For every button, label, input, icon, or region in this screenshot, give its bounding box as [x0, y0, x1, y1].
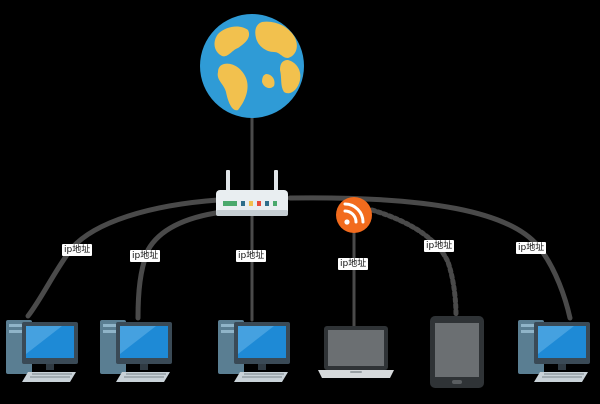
laptop-icon [318, 326, 394, 378]
ip-address-label: ip地址 [516, 242, 547, 254]
ip-address-label: ip地址 [62, 244, 93, 256]
desktop-computer-icon [518, 320, 590, 382]
rss-wifi-icon [336, 197, 372, 233]
desktop-computer-icon [6, 320, 78, 382]
tablet-icon [430, 316, 484, 388]
ip-address-label: ip地址 [236, 250, 267, 262]
cable-router-device-6 [287, 195, 573, 321]
globe-icon [200, 14, 304, 118]
ip-address-label: ip地址 [130, 250, 161, 262]
cable-wifi-device-5 [369, 207, 459, 319]
ip-address-label: ip地址 [424, 240, 455, 252]
router-icon [216, 170, 288, 216]
desktop-computer-icon [218, 320, 290, 382]
connections [25, 114, 573, 328]
desktop-computer-icon [100, 320, 172, 382]
cable-router-device-2 [135, 209, 225, 321]
ip-address-label: ip地址 [338, 258, 369, 270]
